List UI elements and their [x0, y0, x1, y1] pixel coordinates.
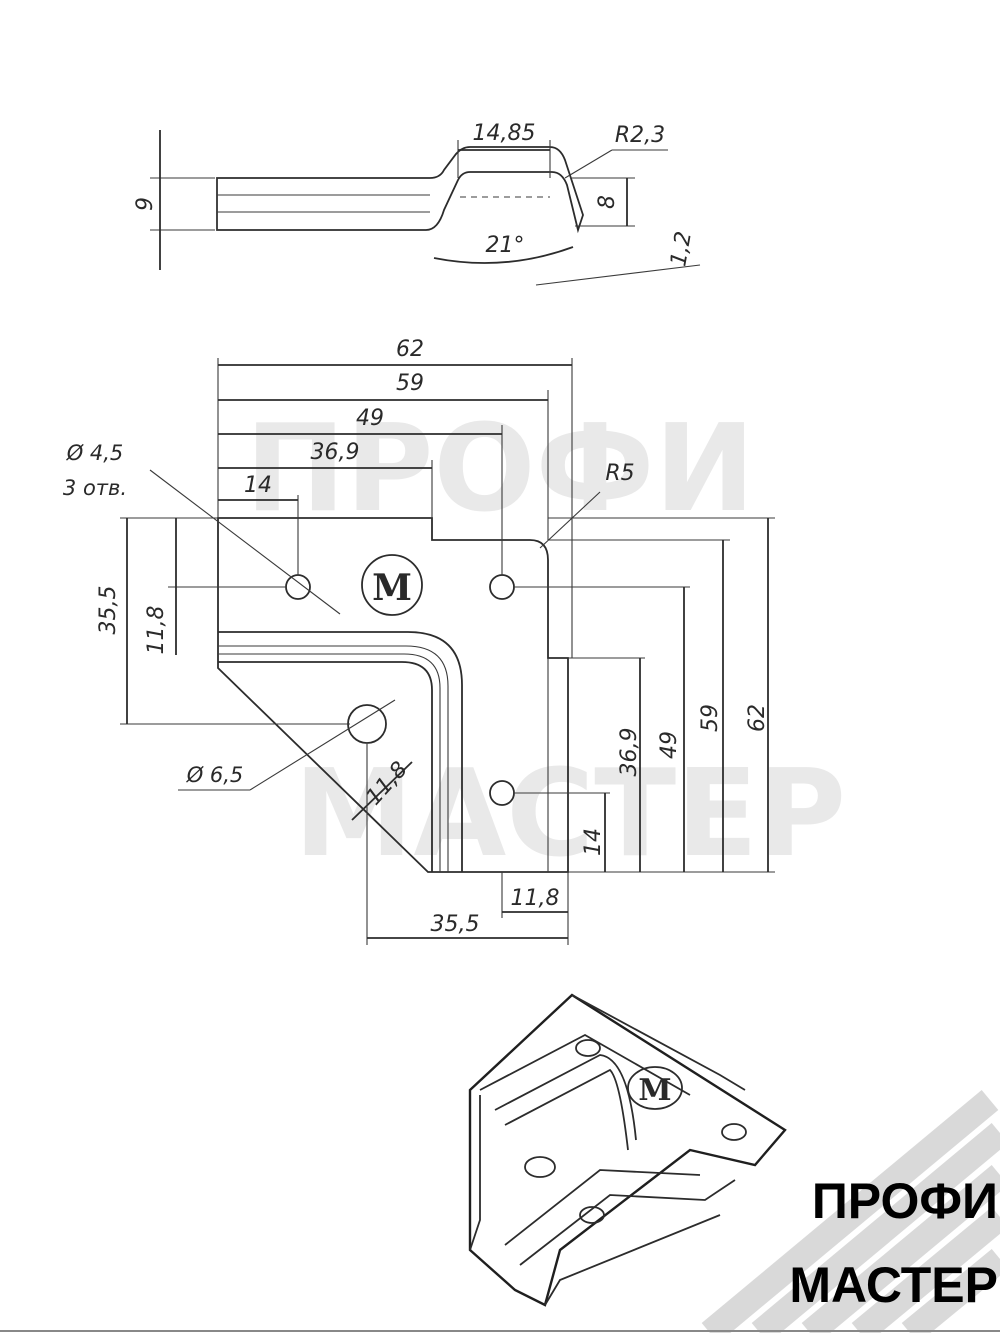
hole-large-diameter: Ø 6,5: [186, 763, 244, 787]
side-view: 9 14,85 R2,3 8 21° 1,2: [133, 121, 701, 286]
watermark-line-1: ПРОФИ: [245, 400, 755, 539]
logo-line-2: МАСТЕР: [789, 1257, 998, 1313]
dim-bottom-1: 11,8: [511, 886, 560, 911]
bracket-ridge: [494, 1054, 637, 1141]
iso-hole: [579, 1206, 605, 1224]
dim-thickness: 1,2: [666, 229, 697, 268]
dim-height: 9: [133, 197, 158, 211]
logo-stripe: [801, 1165, 1000, 1333]
dim-right-2: 49: [657, 731, 682, 759]
dim-h-2: 49: [356, 406, 384, 431]
logo-stripe: [901, 1248, 1000, 1333]
bracket-edge: [469, 1095, 481, 1251]
dim-left-1: 11,8: [144, 606, 169, 655]
angle-arc: [433, 246, 574, 264]
leader-line: [149, 469, 341, 615]
hole-small-count: 3 отв.: [63, 476, 127, 500]
dim-flange-width: 14,85: [473, 121, 536, 146]
dim-h-3: 36,9: [311, 440, 360, 465]
hole-small-diameter: Ø 4,5: [66, 441, 124, 465]
dim-right-3: 36,9: [617, 728, 642, 777]
leader-line: [539, 491, 601, 549]
bracket-ridge: [504, 1169, 701, 1246]
channel-line: [218, 661, 433, 872]
bracket-ridge: [504, 1068, 629, 1151]
dim-h-4: 14: [244, 473, 272, 498]
top-view: M 62 59 49 36,9 14 R5 Ø 4,5 3 отв. Ø 6,5: [63, 337, 775, 945]
dim-h-1: 59: [396, 371, 424, 396]
hole-small: [489, 574, 515, 600]
logo-line-1: ПРОФИ: [812, 1173, 998, 1229]
bracket-ridge: [479, 1033, 691, 1096]
bracket-ridge: [544, 1214, 721, 1306]
leader-line: [564, 149, 613, 179]
iso-emblem-letter: M: [638, 1073, 671, 1108]
dim-left-0: 35,5: [96, 586, 121, 635]
dim-h-0: 62: [396, 337, 424, 362]
emblem-circle: [361, 554, 423, 616]
hole-small: [285, 574, 311, 600]
dim-bottom-0: 35,5: [431, 912, 480, 937]
dimension-line: [535, 264, 701, 286]
iso-hole: [524, 1156, 556, 1178]
leader-line: [249, 699, 396, 791]
iso-hole: [721, 1123, 747, 1141]
dim-angle: 21°: [486, 233, 525, 258]
dim-right-0: 62: [745, 704, 770, 732]
hole-large: [347, 704, 387, 744]
dim-right-4: 14: [581, 828, 606, 856]
logo-stripe: [751, 1123, 1000, 1333]
watermark-line-2: МАСТЕР: [294, 745, 846, 884]
dimension-line: [351, 761, 413, 821]
channel-line: [218, 645, 449, 872]
iso-emblem: [627, 1066, 683, 1110]
isometric-view: M: [468, 993, 787, 1307]
iso-hole: [575, 1039, 601, 1057]
channel-line: [218, 653, 441, 872]
bracket-ridge: [519, 1179, 736, 1266]
bracket-edge: [571, 994, 746, 1091]
dim-depth: 8: [595, 195, 620, 209]
channel-line: [218, 631, 463, 872]
dim-radius: R2,3: [615, 123, 665, 148]
emblem-letter: M: [372, 567, 412, 609]
side-profile: [216, 146, 584, 234]
logo-stripe: [701, 1090, 999, 1333]
logo-stripe: [851, 1206, 1000, 1333]
logo: ПРОФИ МАСТЕР: [701, 1090, 1000, 1333]
dim-corner-radius: R5: [605, 461, 634, 486]
dim-right-1: 59: [698, 704, 723, 732]
plate-outline: [217, 517, 569, 873]
